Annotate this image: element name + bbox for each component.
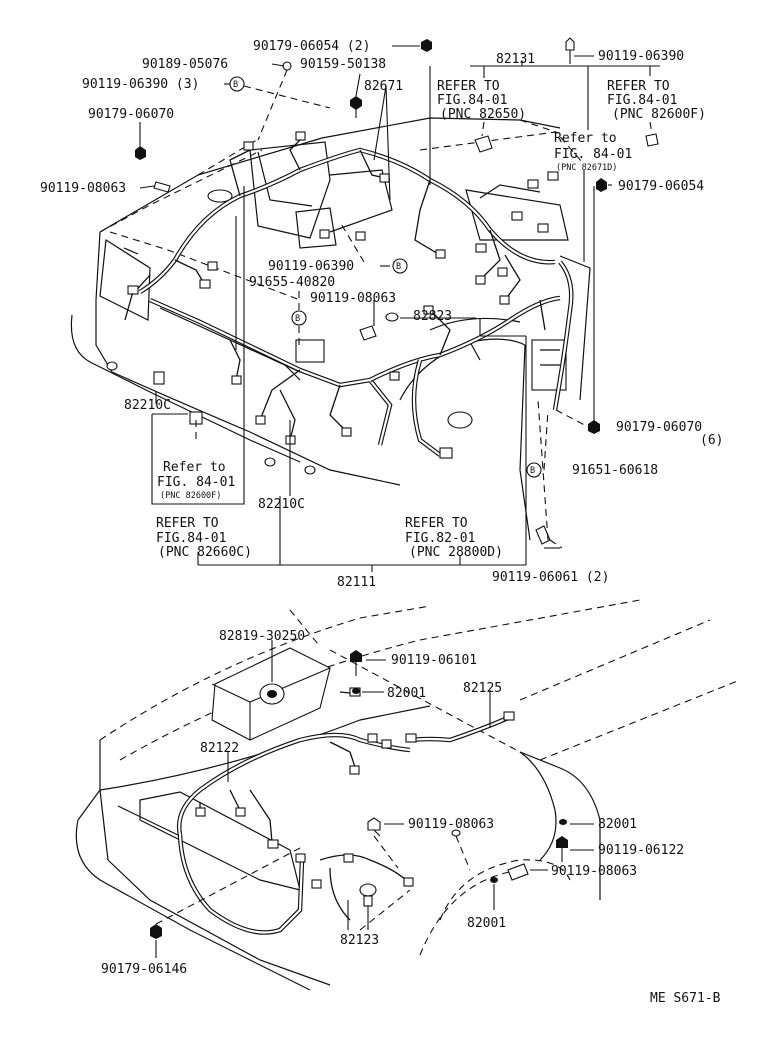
top-labels: 90179-06054 (2) 90189-05076 90159-50138 … xyxy=(40,39,723,590)
grommet-82001c-icon xyxy=(559,819,567,825)
svg-text:FIG. 84-01: FIG. 84-01 xyxy=(157,475,235,490)
grommet-82001-icon xyxy=(352,688,360,694)
part-label: 90159-50138 xyxy=(300,57,386,72)
bolt-90119-08063b-icon xyxy=(507,863,529,881)
svg-text:(PNC 82600F): (PNC 82600F) xyxy=(160,491,221,501)
nut-90179-06070-icon xyxy=(135,146,146,160)
top-fastener-symbols: B B B B xyxy=(135,37,659,545)
bolt-90119-08063b-icon xyxy=(359,325,377,341)
nut-90179-06146-icon xyxy=(150,924,162,939)
bottom-body-drawing xyxy=(75,599,741,991)
part-label: 82122 xyxy=(200,741,239,756)
part-label: 91651-60618 xyxy=(572,463,658,478)
bolt-code-b3-icon: B xyxy=(291,310,307,326)
svg-text:(PNC 82650): (PNC 82650) xyxy=(440,107,526,122)
part-label: (6) xyxy=(700,433,723,448)
bolt-90119-08063-icon xyxy=(367,817,381,837)
part-label: 82001 xyxy=(387,686,426,701)
part-label: 90179-06070 xyxy=(88,107,174,122)
svg-text:B: B xyxy=(530,466,535,476)
svg-text:(PNC 28800D): (PNC 28800D) xyxy=(409,545,503,560)
reference-note-82650: REFER TO FIG.84-01 (PNC 82650) xyxy=(437,79,526,122)
bolt-code-b4-icon: B xyxy=(526,462,542,478)
reference-note-82671d: Refer to FIG. 84-01 (PNC 82671D) xyxy=(554,131,632,173)
svg-text:REFER TO: REFER TO xyxy=(156,516,219,531)
part-label: 91655-40820 xyxy=(249,275,335,290)
svg-text:Refer to: Refer to xyxy=(163,460,226,475)
grommet-82823-icon xyxy=(385,312,399,322)
part-label: 82001 xyxy=(467,916,506,931)
bolt-code-b-icon: B xyxy=(229,76,245,92)
part-label: 82123 xyxy=(340,933,379,948)
part-label: 90179-06054 xyxy=(618,179,704,194)
grommet-82001d-icon xyxy=(490,877,498,883)
svg-text:Refer to: Refer to xyxy=(554,131,617,146)
part-label: 90179-06070 xyxy=(616,420,702,435)
svg-text:FIG.82-01: FIG.82-01 xyxy=(405,531,475,546)
part-label: 90119-06101 xyxy=(391,653,477,668)
svg-text:REFER TO: REFER TO xyxy=(607,79,670,94)
part-label: 90189-05076 xyxy=(142,57,228,72)
svg-text:(PNC 82671D): (PNC 82671D) xyxy=(556,163,617,173)
svg-text:(PNC 82660C): (PNC 82660C) xyxy=(158,545,252,560)
bolt-code-b2-icon: B xyxy=(392,258,408,274)
bottom-labels: 82819-30250 90119-06101 82001 82125 8212… xyxy=(101,629,684,977)
screw-90189-05076-icon xyxy=(282,61,292,71)
bolt-90159-50138-icon xyxy=(350,96,362,118)
top-leader-lines xyxy=(139,45,660,572)
bolt-90119-06101-icon xyxy=(350,650,362,676)
diagram-code: ME S671-B xyxy=(650,991,721,1006)
bolt-90119-08063-icon xyxy=(153,181,171,193)
reference-note-82600f: REFER TO FIG.84-01 (PNC 82600F) xyxy=(607,79,706,122)
reference-notes: REFER TO FIG.84-01 (PNC 82650) REFER TO … xyxy=(156,79,706,560)
part-label: 90119-06390 (3) xyxy=(82,77,199,92)
bottom-leader-lines xyxy=(155,640,594,958)
part-label: 90119-08063 xyxy=(40,181,126,196)
part-label: 90119-08063 xyxy=(310,291,396,306)
bolt-90119-06122-icon xyxy=(556,836,568,862)
part-label: 90119-08063 xyxy=(408,817,494,832)
nut-90179-06054-icon xyxy=(421,39,432,52)
part-label: 82001 xyxy=(598,817,637,832)
part-label: 90119-06061 (2) xyxy=(492,570,609,585)
part-label: 90179-06054 (2) xyxy=(253,39,370,54)
part-label: 90179-06146 xyxy=(101,962,187,977)
svg-text:B: B xyxy=(295,314,300,324)
part-label: 90119-06390 xyxy=(268,259,354,274)
svg-text:REFER TO: REFER TO xyxy=(405,516,468,531)
clip-82600f-icon xyxy=(645,133,659,147)
svg-text:FIG.84-01: FIG.84-01 xyxy=(437,93,507,108)
svg-text:REFER TO: REFER TO xyxy=(437,79,500,94)
part-label: 82819-30250 xyxy=(219,629,305,644)
reference-note-82660c: REFER TO FIG.84-01 (PNC 82660C) xyxy=(156,516,252,560)
part-label: 90119-08063 xyxy=(551,864,637,879)
top-engine-bay-drawing xyxy=(70,117,591,541)
part-label: 82210C xyxy=(258,497,305,512)
part-label: 82671 xyxy=(364,79,403,94)
part-label: 90119-06390 xyxy=(598,49,684,64)
clip-82650-icon xyxy=(474,135,493,153)
horn-82123-icon xyxy=(359,883,377,907)
part-label: 82823 xyxy=(413,309,452,324)
part-label: 82131 xyxy=(496,52,535,67)
svg-text:B: B xyxy=(233,80,238,90)
svg-text:FIG. 84-01: FIG. 84-01 xyxy=(554,147,632,162)
reference-note-28800d: REFER TO FIG.82-01 (PNC 28800D) xyxy=(405,516,503,560)
reference-note-82600f-left: Refer to FIG. 84-01 (PNC 82600F) xyxy=(157,460,235,501)
part-label: 82111 xyxy=(337,575,376,590)
svg-text:FIG.84-01: FIG.84-01 xyxy=(156,531,226,546)
bottom-fastener-symbols xyxy=(150,650,568,939)
part-label: 90119-06122 xyxy=(598,843,684,858)
svg-text:FIG.84-01: FIG.84-01 xyxy=(607,93,677,108)
part-label: 82125 xyxy=(463,681,502,696)
svg-text:(PNC 82600F): (PNC 82600F) xyxy=(612,107,706,122)
bolt-90119-06390-icon xyxy=(565,37,575,64)
nut-90179-06054b-icon xyxy=(596,178,607,192)
part-label: 82210C xyxy=(124,398,171,413)
svg-text:B: B xyxy=(396,262,401,272)
